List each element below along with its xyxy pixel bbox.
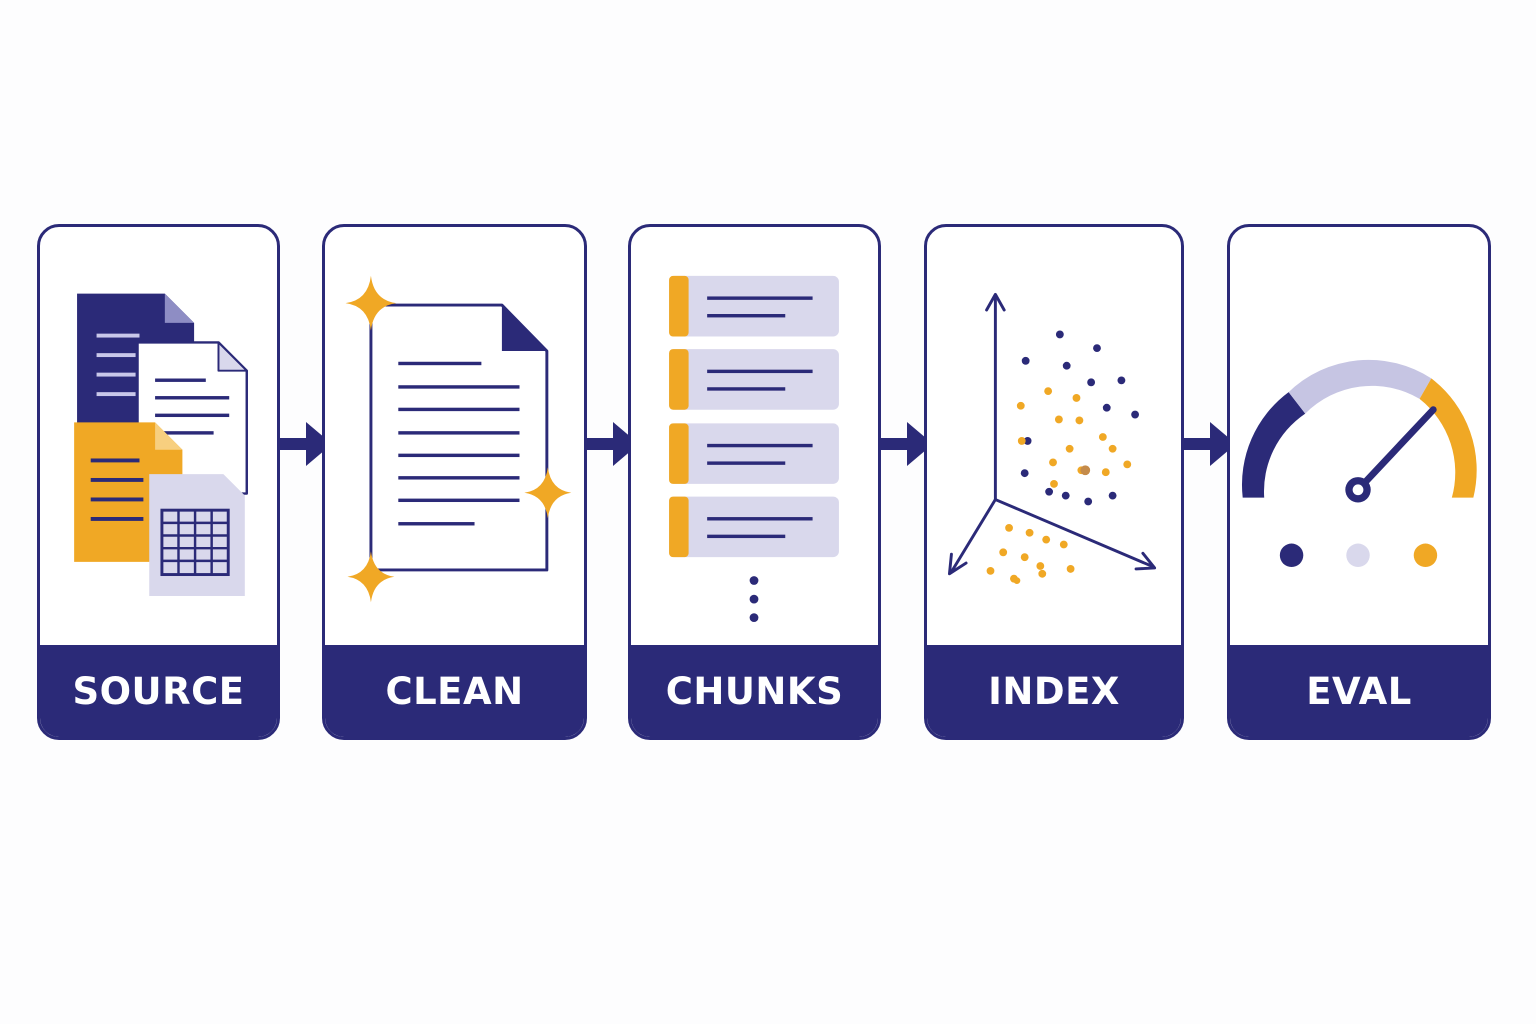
right-arrow-icon (1182, 422, 1236, 466)
stage-card-eval: EVAL (1227, 224, 1491, 740)
right-arrow-icon (585, 422, 639, 466)
documents-stack-icon (74, 293, 248, 596)
stage-card-chunks: CHUNKS (628, 224, 881, 740)
right-arrow-icon (278, 422, 332, 466)
gauge-icon (1241, 359, 1477, 567)
stage-label-index: INDEX (927, 645, 1181, 737)
stage-label-chunks: CHUNKS (631, 645, 878, 737)
right-arrow-icon (879, 422, 933, 466)
stage-label-source: SOURCE (40, 645, 277, 737)
stage-label-clean: CLEAN (325, 645, 584, 737)
stage-label-eval: EVAL (1230, 645, 1488, 737)
chunk-list-icon (669, 275, 839, 623)
stage-card-clean: CLEAN (322, 224, 587, 740)
stage-card-source: SOURCE (37, 224, 280, 740)
vector-scatter-icon (948, 292, 1157, 585)
stage-card-index: INDEX (924, 224, 1184, 740)
sparkling-document-icon (345, 275, 572, 603)
